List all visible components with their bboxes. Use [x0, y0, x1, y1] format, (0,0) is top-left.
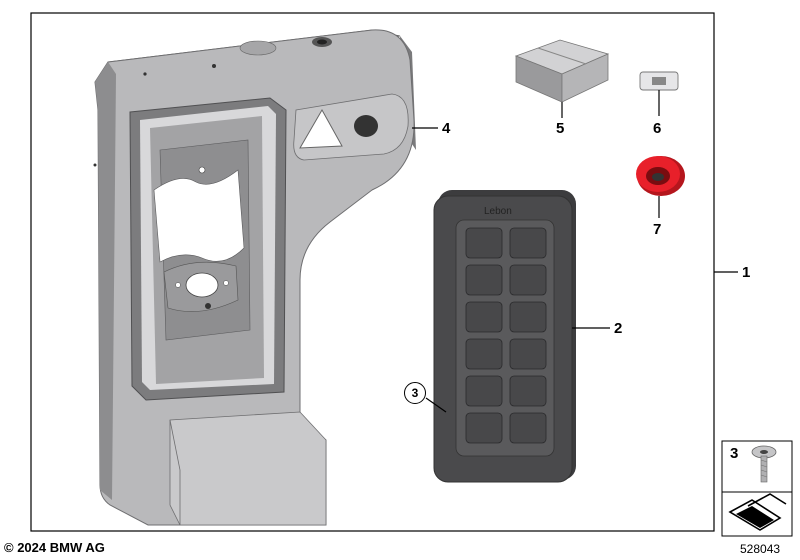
- pad-key: [509, 227, 547, 259]
- view-symbol-icon: [728, 493, 787, 531]
- pad-text: Lebon: [484, 206, 512, 217]
- callout-4[interactable]: 4: [442, 120, 451, 137]
- pad-key: [465, 375, 503, 407]
- pad-key: [465, 412, 503, 444]
- inset-number-3[interactable]: 3: [730, 445, 739, 462]
- pad-key: [465, 227, 503, 259]
- callout-1[interactable]: 1: [742, 264, 751, 281]
- housing-part-4[interactable]: [93, 29, 417, 526]
- document-number: 528043: [740, 542, 781, 556]
- copyright-text: © 2024 BMW AG: [4, 540, 105, 555]
- pad-key: [509, 375, 547, 407]
- pad-key: [509, 338, 547, 370]
- callout-6[interactable]: 6: [653, 120, 662, 137]
- pad-key-grid: [465, 227, 547, 444]
- pad-key: [509, 264, 547, 296]
- callout-3-circled[interactable]: 3: [404, 382, 426, 404]
- callout-7[interactable]: 7: [653, 221, 662, 238]
- box-part-5[interactable]: [514, 39, 610, 103]
- screw-part-3[interactable]: [751, 445, 777, 483]
- callout-5[interactable]: 5: [556, 120, 565, 137]
- callout-2[interactable]: 2: [614, 320, 623, 337]
- pad-key: [465, 338, 503, 370]
- leader-3: [425, 397, 447, 413]
- pad-part-2[interactable]: Lebon: [433, 190, 576, 483]
- pad-key: [509, 301, 547, 333]
- clip-part-6[interactable]: [639, 71, 679, 91]
- pad-key: [465, 264, 503, 296]
- grommet-part-7[interactable]: [636, 156, 685, 196]
- pad-key: [509, 412, 547, 444]
- pad-key: [465, 301, 503, 333]
